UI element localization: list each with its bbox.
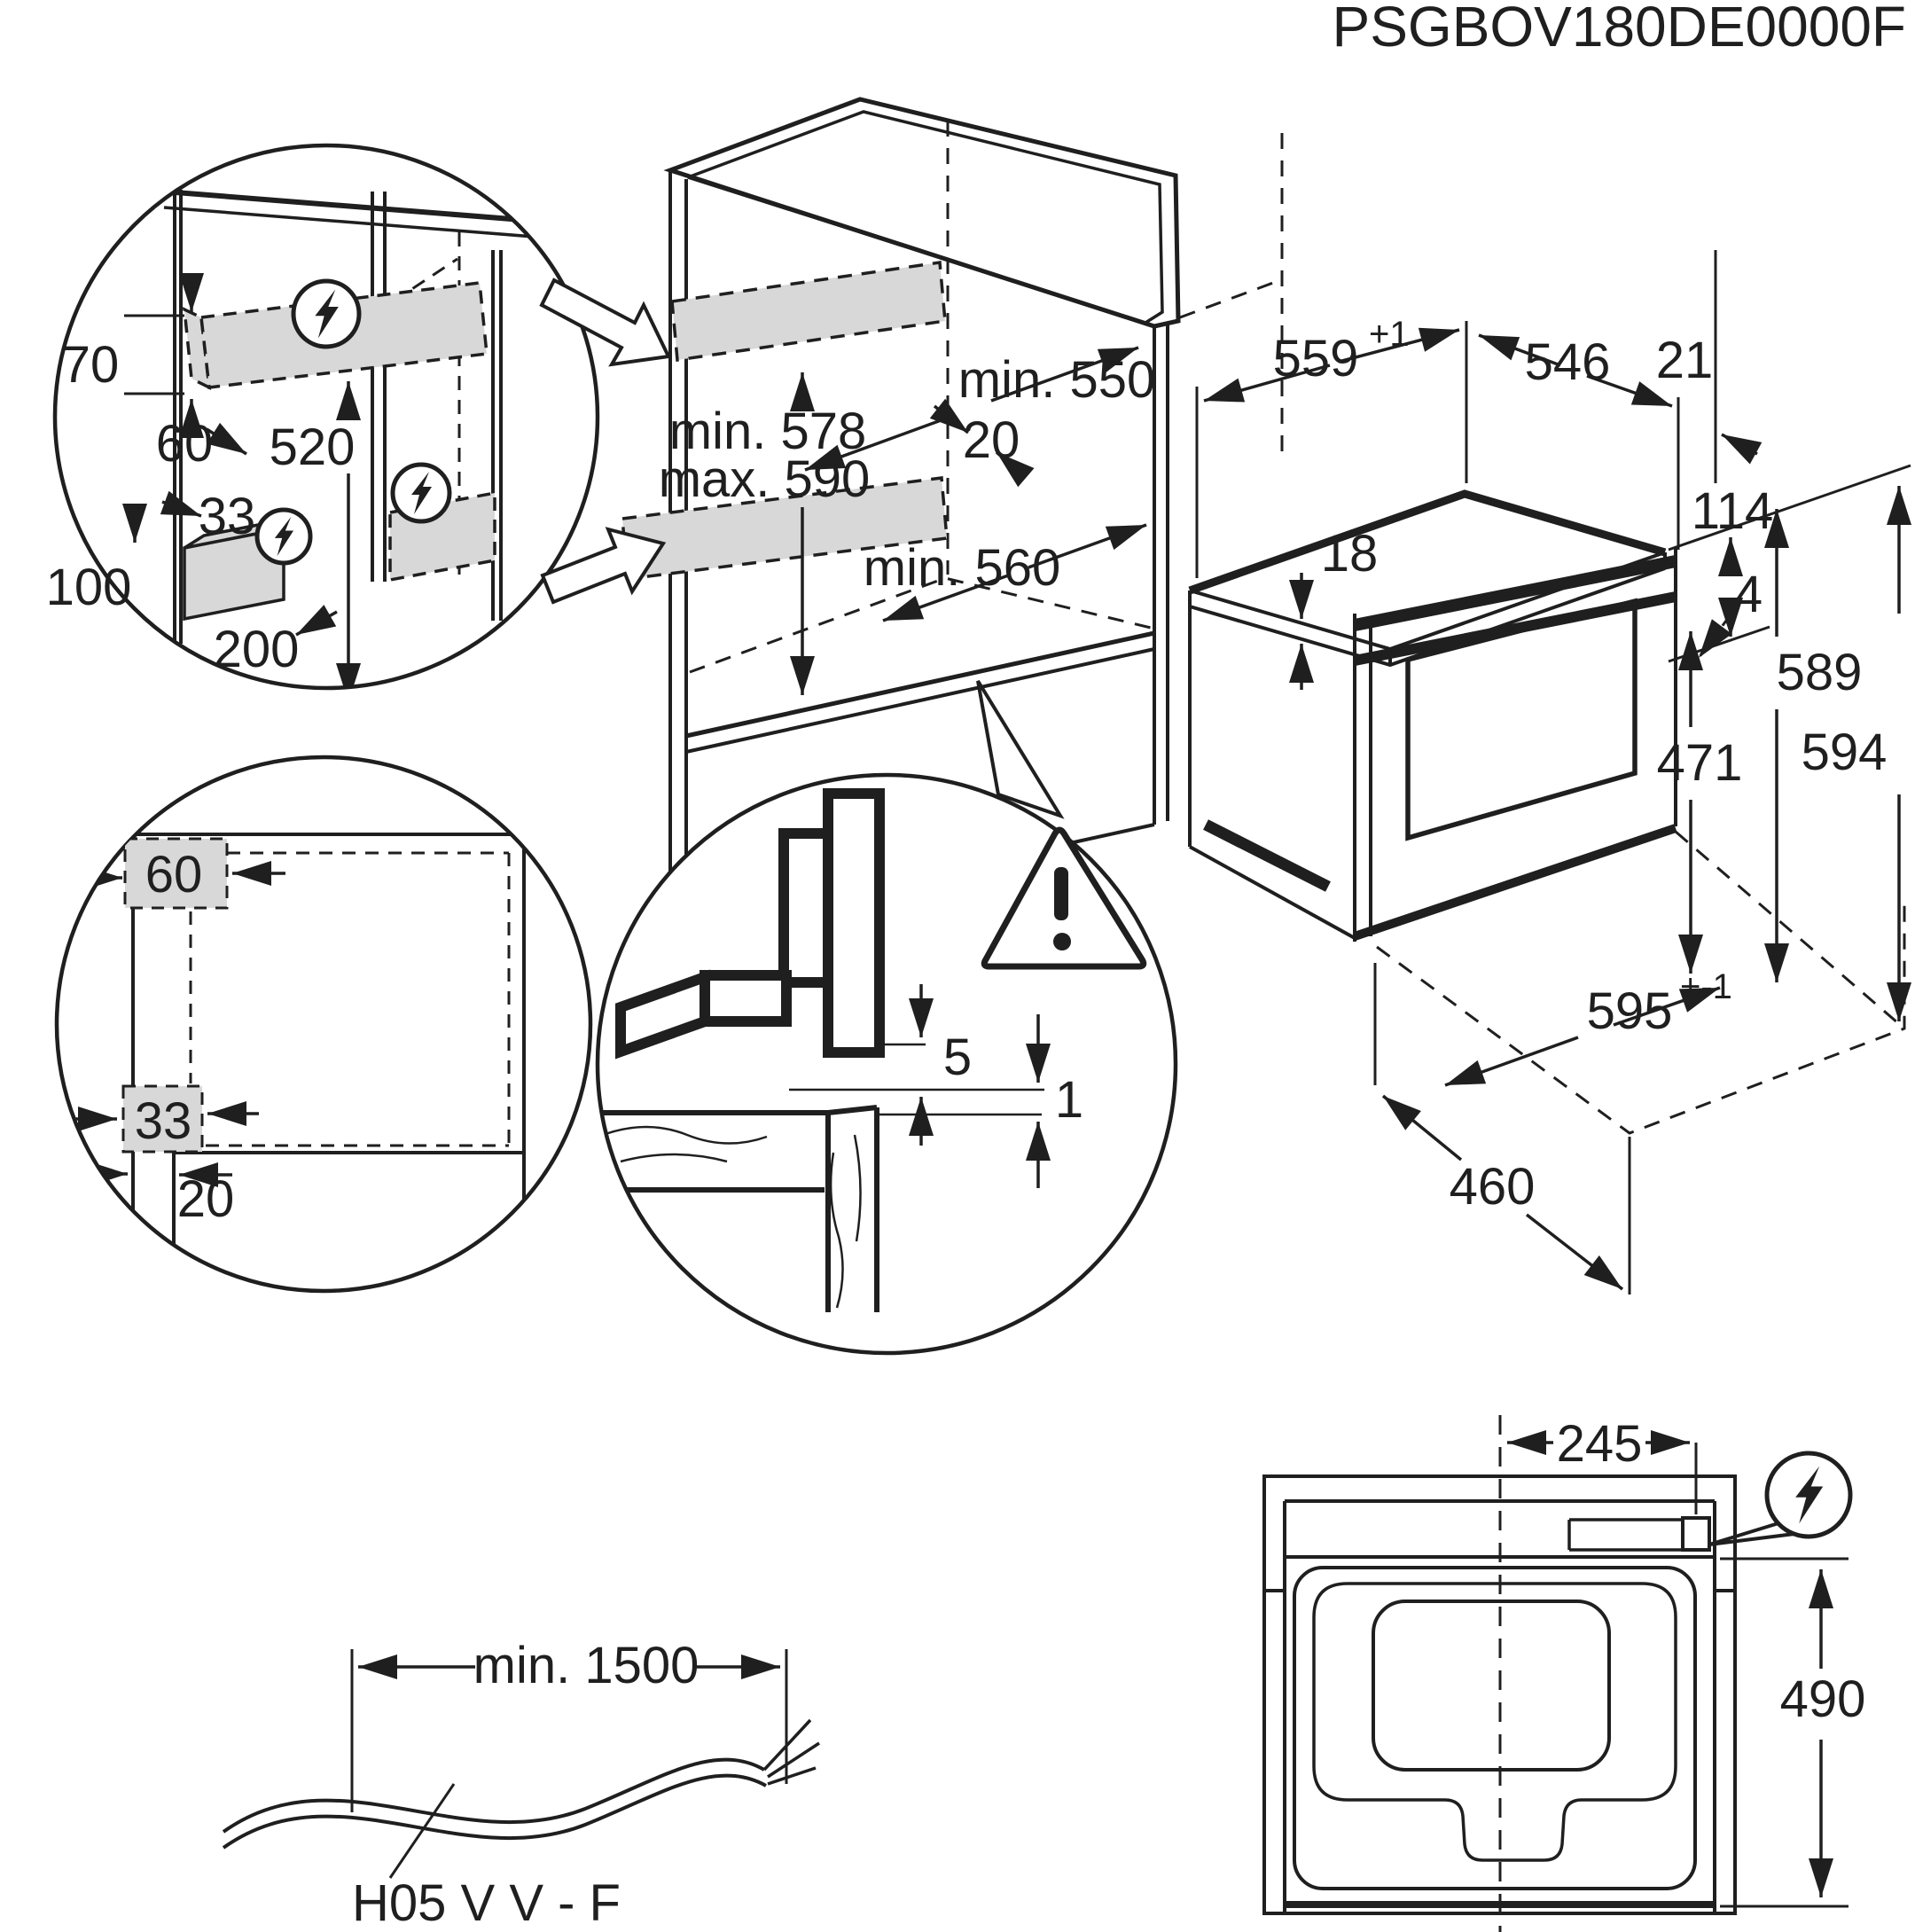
oven-isometric: 559 +1 546 21 18 114 4 471 589 594 bbox=[1188, 250, 1911, 1295]
dim-label-height-a: 589 bbox=[1777, 644, 1863, 701]
connector-box bbox=[1681, 1516, 1711, 1552]
door-window-plan bbox=[1372, 1600, 1611, 1772]
dim-label-oven-width: 595 bbox=[1587, 982, 1673, 1040]
dim-label-cable-length: min. 1500 bbox=[473, 1637, 700, 1694]
callout-triangle bbox=[976, 679, 1065, 819]
dim-label-height-b: 594 bbox=[1802, 724, 1888, 781]
mains-cable-diagram: min. 1500 H05 V V - F bbox=[222, 1637, 820, 1932]
product-code-label: PSGBOV180DE0000F bbox=[1333, 0, 1906, 59]
dim-label-lower-zone-depth: 200 bbox=[214, 621, 300, 678]
dim-label-connector-offset: 245 bbox=[1557, 1415, 1643, 1473]
dim-label-lower-zone-height: 100 bbox=[46, 559, 132, 616]
dim-label-niche-height-max: max. 590 bbox=[659, 450, 871, 508]
dim-label-door-height: 471 bbox=[1657, 734, 1743, 792]
dim-label-niche-width-tol: +1 bbox=[1369, 315, 1410, 354]
dim-label-oven-width-tol: +-1 bbox=[1680, 967, 1732, 1006]
dim-label-worktop-thickness: 18 bbox=[1321, 525, 1379, 583]
dim-label-connector-depth: 490 bbox=[1780, 1670, 1866, 1728]
dim-label-niche-depth: min. 550 bbox=[958, 351, 1155, 409]
dim-label-zone-side-width: 33 bbox=[135, 1092, 192, 1150]
dim-label-air-gap: 5 bbox=[943, 1029, 972, 1086]
cable-wires bbox=[762, 1718, 820, 1786]
detail-circle-rear-wall: 60 33 20 bbox=[54, 755, 593, 1294]
electrical-connection-icon bbox=[390, 462, 452, 524]
door-inner-outline bbox=[1312, 1582, 1677, 1862]
dim-label-front-height: 114 bbox=[1692, 482, 1773, 540]
dim-label-base-depth: min. 560 bbox=[864, 539, 1060, 597]
dim-label-zone-height: 70 bbox=[62, 336, 120, 394]
dim-label-panel-step: 1 bbox=[1055, 1071, 1083, 1129]
cable-curve bbox=[222, 1757, 767, 1850]
rear-zone-side bbox=[121, 1084, 204, 1154]
dim-label-niche-height-min: min. 578 bbox=[669, 403, 866, 460]
dim-label-rear-gap: 21 bbox=[1656, 332, 1714, 389]
callout-arrow-upper bbox=[539, 278, 671, 367]
dim-label-zone-offset: 60 bbox=[156, 415, 214, 473]
dim-label-door-gap: 4 bbox=[1734, 566, 1763, 623]
dim-label-niche-width: 559 bbox=[1273, 330, 1359, 387]
detail-circle-panel-gap: 5 1 bbox=[595, 679, 1178, 1356]
oven-top-view: 245 490 bbox=[1262, 1415, 1866, 1932]
dim-label-zone-top-height: 60 bbox=[145, 846, 203, 903]
dim-label-bottom-inset: 20 bbox=[177, 1170, 235, 1228]
oven-door-window bbox=[1405, 598, 1638, 841]
detail-circle-side-wall: 70 60 520 33 100 200 bbox=[46, 143, 671, 691]
product-code: PSGBOV180DE0000F bbox=[1333, 0, 1906, 59]
dim-label-zone-span: 520 bbox=[270, 418, 356, 476]
callout-arrow-lower bbox=[540, 527, 667, 605]
dim-label-top-clearance: 20 bbox=[963, 411, 1020, 469]
electrical-connection-icon bbox=[254, 507, 313, 566]
warning-triangle-icon bbox=[981, 826, 1147, 970]
cable-type-label: H05 V V - F bbox=[352, 1874, 621, 1932]
electrical-connection-icon bbox=[291, 278, 362, 349]
electrical-connection-icon bbox=[1708, 1451, 1853, 1546]
dim-label-door-clearance: 460 bbox=[1450, 1158, 1536, 1216]
dim-label-lower-offset: 33 bbox=[199, 488, 256, 545]
rear-zone-top bbox=[123, 837, 229, 910]
upper-connection-zone bbox=[670, 261, 947, 362]
dim-label-oven-depth: 546 bbox=[1525, 333, 1611, 391]
